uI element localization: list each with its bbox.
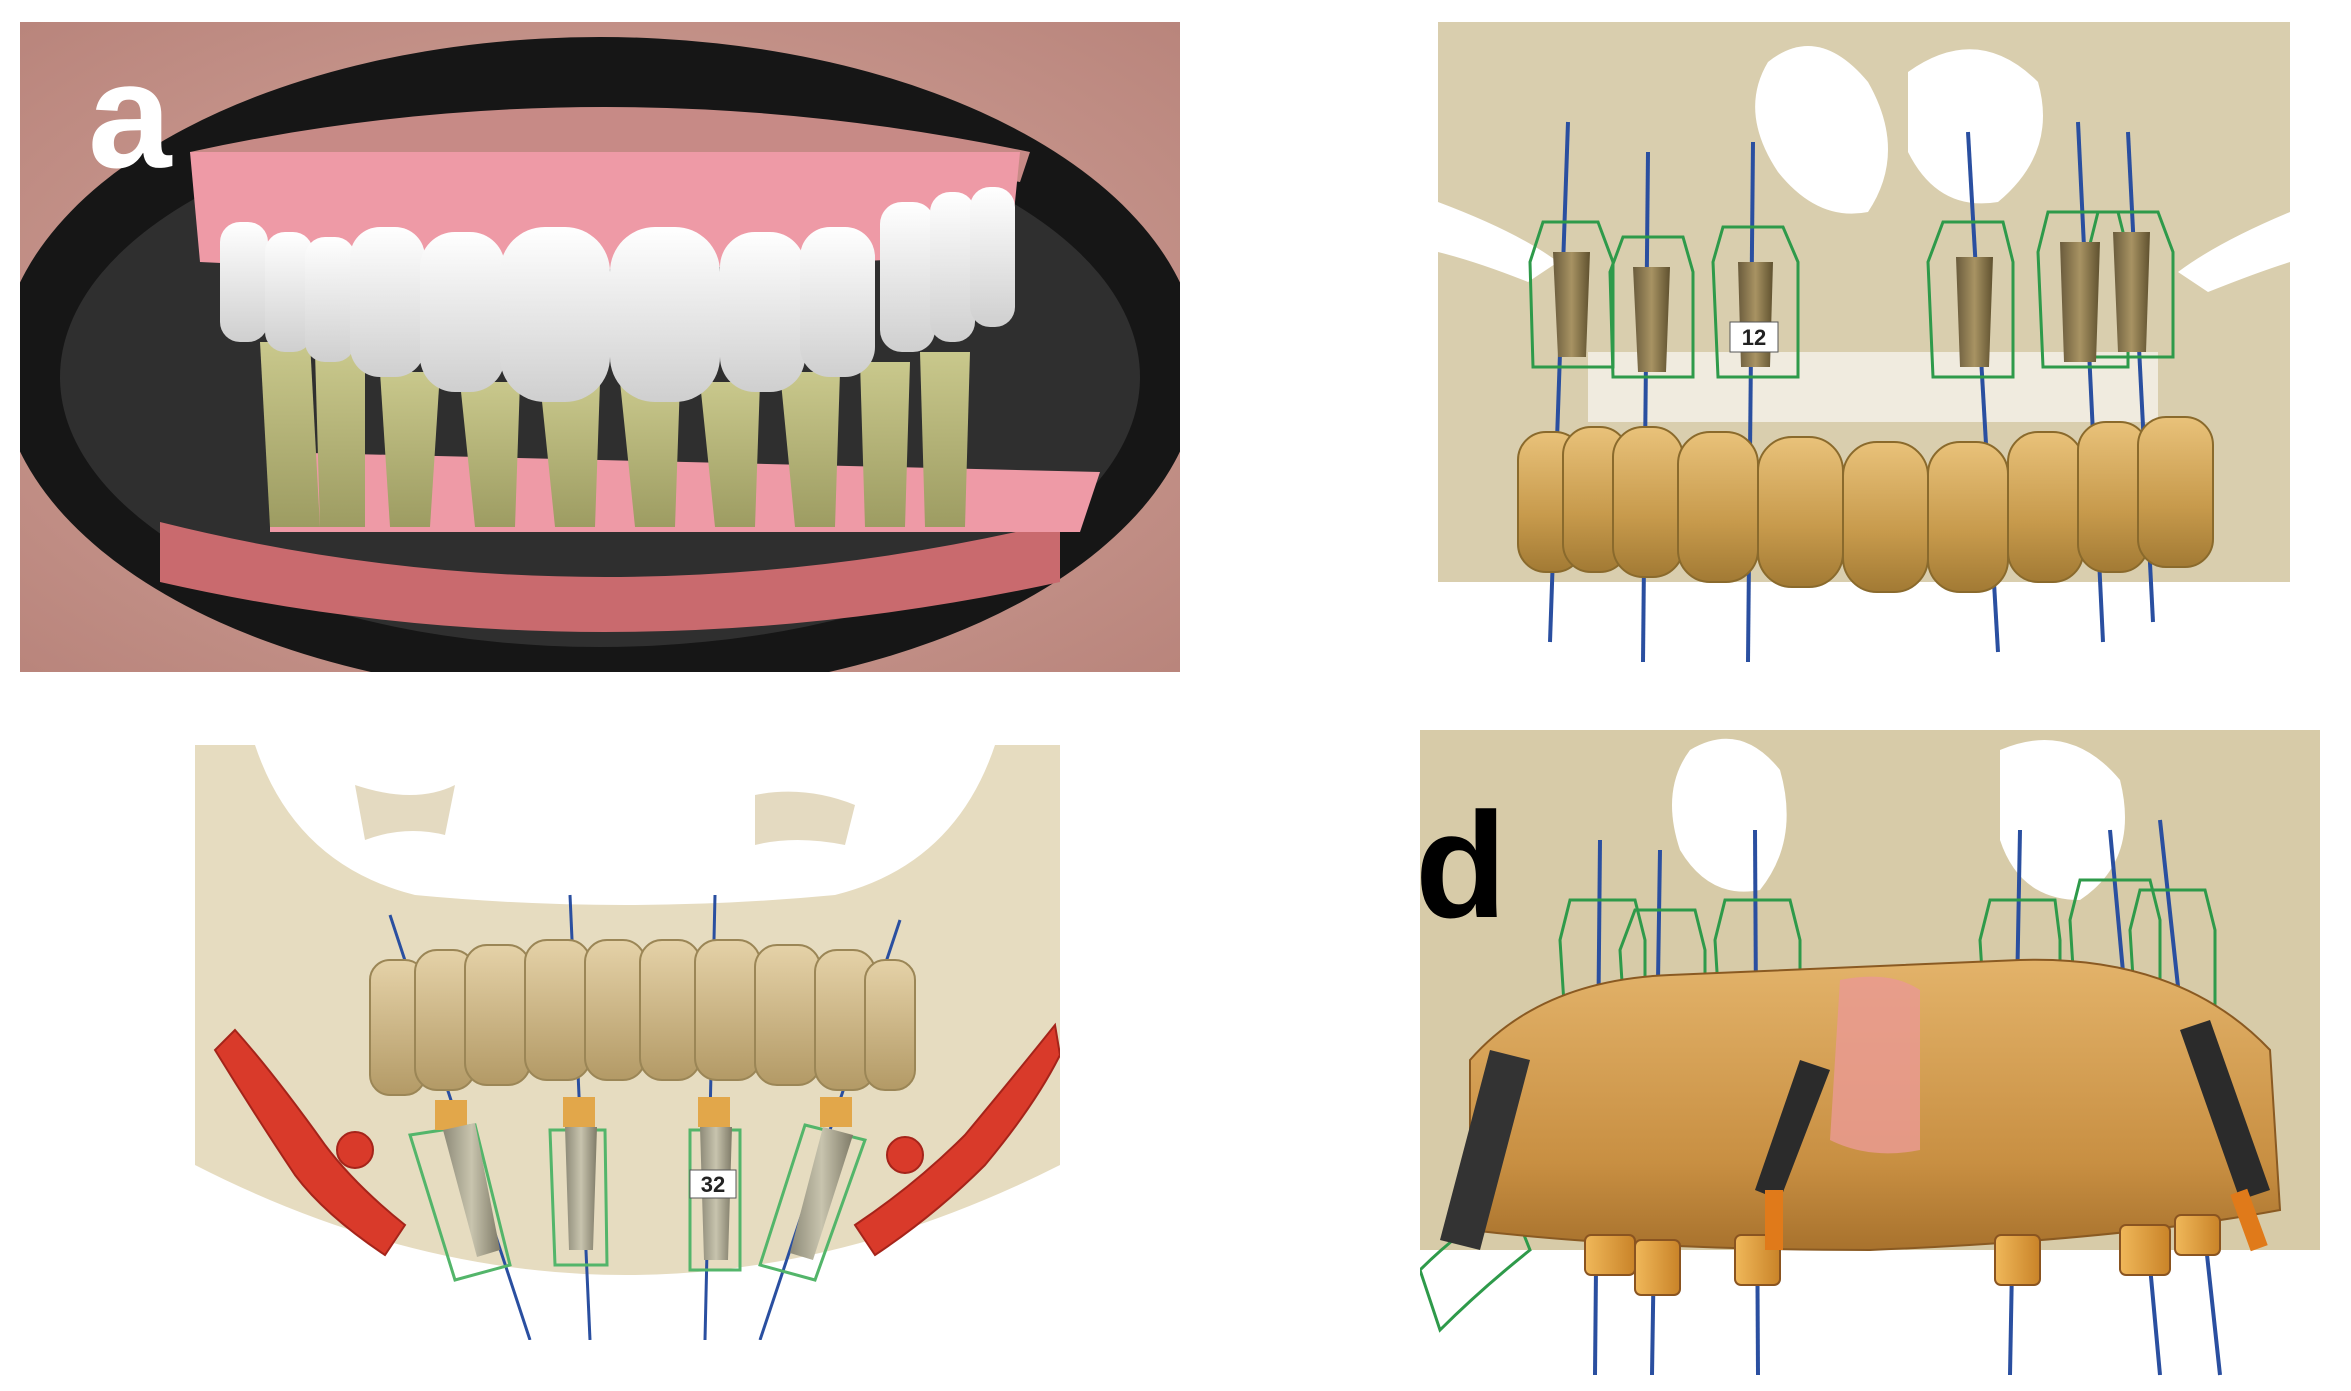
sinus-cavity-right <box>2000 740 2125 900</box>
panel-b-figure: 12 <box>1438 22 2290 682</box>
panel-b-upper-implant-plan: 12 b <box>1438 22 2290 682</box>
lower-implants <box>435 1097 853 1260</box>
lower-prosthesis-crowns <box>369 939 916 1096</box>
svg-text:12: 12 <box>1742 325 1766 350</box>
panel-d-label: d <box>1420 781 1507 949</box>
sinus-cavity-left <box>1672 738 1787 892</box>
sinus-cavity-right <box>1908 49 2043 204</box>
drill-sleeves <box>1440 1020 2270 1252</box>
panel-c-lower-implant-plan: 32 c <box>195 745 1060 1340</box>
mental-nerve-canals <box>213 1022 1060 1257</box>
implant-tag-12: 12 <box>1729 321 1779 353</box>
panel-d-surgical-guide: d <box>1420 730 2320 1380</box>
panel-c-figure: 32 <box>195 745 1060 1340</box>
upper-implants <box>1553 232 2150 372</box>
upper-lip <box>190 107 1030 182</box>
panel-a-intraoral-photo: a <box>20 22 1180 672</box>
guide-window <box>1830 976 1920 1154</box>
lower-lip <box>160 522 1060 632</box>
sinus-cavity-left <box>1755 46 1888 214</box>
upper-prosthesis-crowns <box>1517 416 2214 593</box>
panel-a-label: a <box>88 31 172 199</box>
upper-teeth <box>220 187 1015 402</box>
svg-text:32: 32 <box>701 1172 725 1197</box>
panel-d-figure <box>1420 730 2320 1380</box>
panel-a-figure <box>20 22 1180 672</box>
lower-roots <box>260 342 970 527</box>
implant-tag-32: 32 <box>689 1169 737 1199</box>
